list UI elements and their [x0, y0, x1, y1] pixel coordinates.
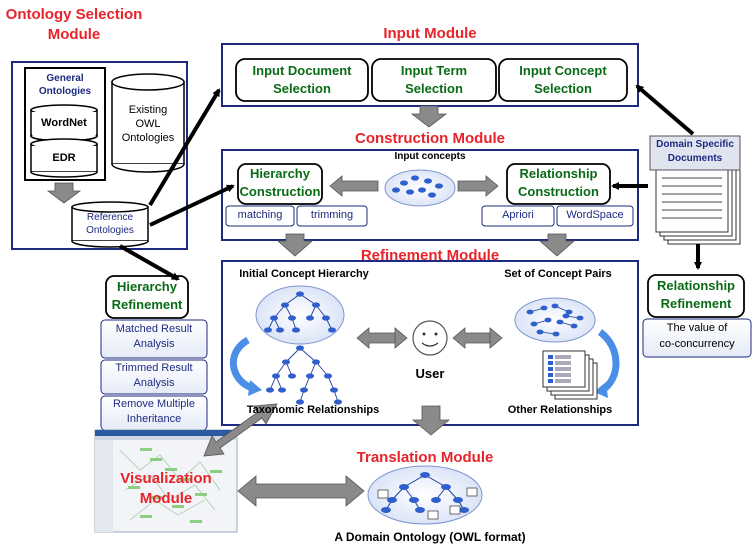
domain-ontology-tables: [377, 487, 478, 520]
visualization-module-title: Visualization: [120, 470, 212, 487]
existing-owl-cylinder: [111, 73, 185, 173]
domain-documents-label-2: Documents: [667, 153, 723, 164]
relationship-refinement-2: Refinement: [660, 296, 732, 311]
gray-arrow-to-hierarchy: [329, 175, 379, 197]
input-document-selection-2: Selection: [273, 81, 331, 96]
gray-arrow-input: [410, 105, 448, 128]
gray-arrow-user-right-b: [489, 327, 503, 349]
input-document-selection: Input Document: [252, 63, 352, 78]
reference-cylinder: [71, 201, 149, 248]
edr-cylinder: [30, 138, 98, 178]
hierarchy-tree-nodes: [264, 291, 342, 405]
apriori-label: Apriori: [502, 209, 534, 221]
matched-result-analysis-2: Analysis: [133, 338, 175, 350]
hierarchy-refinement-2: Refinement: [111, 297, 183, 312]
hierarchy-refinement: Hierarchy: [117, 279, 177, 294]
hierarchy-construction-2: Construction: [239, 184, 321, 199]
input-concepts-label: Input concepts: [394, 151, 466, 162]
input-term-selection-2: Selection: [405, 81, 463, 96]
gray-arrow-construction-left: [276, 233, 314, 257]
construction-module-title: Construction Module: [355, 130, 505, 147]
gray-arrow-vis-translation: [237, 475, 365, 507]
remove-multiple-inheritance: Remove Multiple: [113, 398, 195, 410]
concept-pairs-ellipse: [514, 297, 596, 343]
gray-arrow-to-relationship: [457, 175, 499, 197]
gray-arrow-refinement: [411, 405, 451, 436]
input-module-title: Input Module: [383, 25, 477, 42]
gray-arrow-construction-right: [538, 233, 576, 257]
existing-owl-label: Existing: [128, 104, 168, 116]
trimmed-result-analysis-2: Analysis: [133, 377, 175, 389]
existing-owl-label-3: Ontologies: [121, 132, 175, 144]
user-label: User: [415, 366, 445, 381]
input-concept-nodes: [392, 175, 443, 198]
domain-ontology-lines: [385, 474, 465, 511]
remove-multiple-inheritance-2: Inheritance: [126, 413, 182, 425]
trimmed-result-analysis: Trimmed Result: [115, 362, 193, 374]
existing-owl-label-2: OWL: [135, 118, 161, 130]
taxonomic-label: Taxonomic Relationships: [246, 404, 380, 416]
domain-ontology-nodes: [381, 472, 469, 513]
input-concept-selection-2: Selection: [534, 81, 592, 96]
relationship-construction: Relationship: [519, 166, 598, 181]
ontology-selection-title-2: Module: [47, 26, 101, 43]
hierarchy-tree-lines: [267, 293, 339, 403]
black-arrows: [119, 84, 702, 281]
input-concept-selection: Input Concept: [519, 63, 607, 78]
gray-arrow-user-left-b: [394, 327, 408, 349]
user-face-icon: [412, 320, 448, 356]
other-relationships-label: Other Relationships: [507, 404, 613, 416]
relationship-refinement: Relationship: [656, 278, 735, 293]
input-term-selection: Input Term: [400, 63, 468, 78]
relationship-construction-2: Construction: [518, 184, 599, 199]
cooccurrency-label: The value of: [666, 322, 728, 334]
domain-ontology-caption: A Domain Ontology (OWL format): [334, 530, 526, 544]
general-ontologies-label-2: Ontologies: [38, 86, 92, 97]
cooccurrency-label-2: co-concurrency: [659, 338, 735, 350]
gray-arrow-vis-refinement: [203, 403, 278, 457]
reference-ontologies-label: Reference: [86, 212, 134, 223]
visualization-module-title-2: Module: [139, 490, 193, 507]
relationship-tables-stack: [542, 350, 598, 400]
concept-pairs-nodes: [526, 303, 584, 337]
matched-result-analysis: Matched Result: [115, 323, 193, 335]
domain-documents-label: Domain Specific: [656, 139, 734, 150]
edr-label: EDR: [52, 152, 76, 164]
wordspace-label: WordSpace: [566, 209, 624, 221]
refinement-module-title: Refinement Module: [360, 247, 500, 264]
wordnet-label: WordNet: [41, 117, 87, 129]
trimming-label: trimming: [310, 209, 354, 221]
ontology-selection-title: Ontology Selection: [5, 6, 143, 23]
left-curved-arrow: [229, 336, 254, 392]
domain-documents-stack: [649, 135, 741, 245]
reference-ontologies-label-2: Ontologies: [86, 225, 134, 236]
gray-arrow-ontology: [46, 182, 82, 204]
concept-pairs-label: Set of Concept Pairs: [504, 268, 612, 280]
general-ontologies-label: General: [46, 73, 84, 84]
matching-label: matching: [237, 209, 283, 221]
hierarchy-construction: Hierarchy: [250, 166, 310, 181]
wordnet-cylinder: [30, 104, 98, 142]
initial-hierarchy-label: Initial Concept Hierarchy: [239, 268, 369, 280]
translation-module-title: Translation Module: [356, 449, 494, 466]
